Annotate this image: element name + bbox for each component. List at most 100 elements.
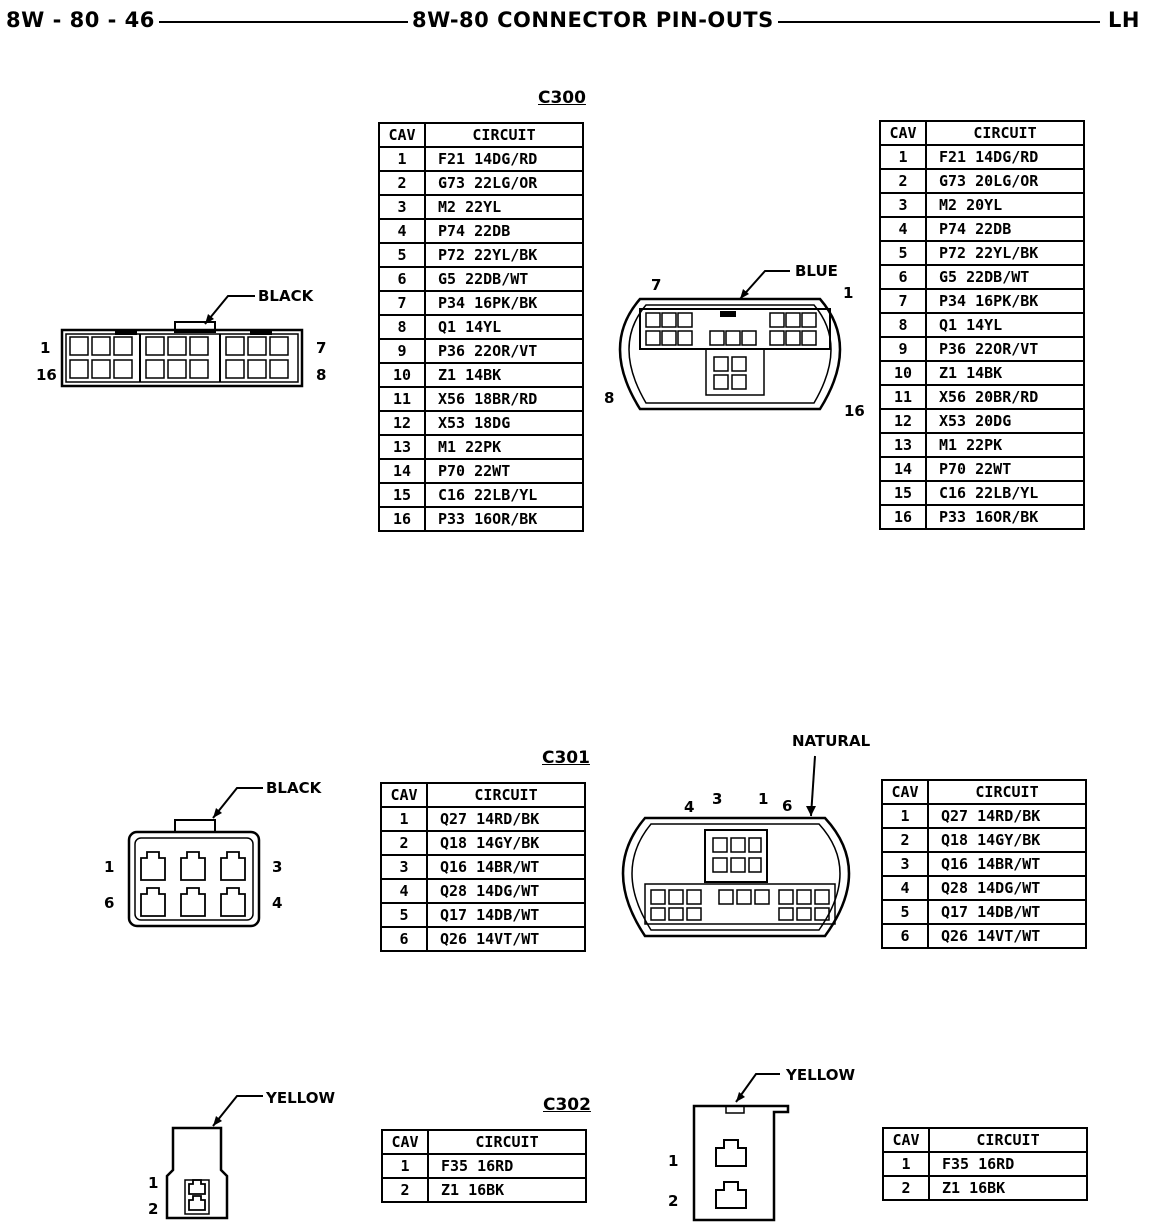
circuit-code: M1 22PK [925,432,1085,458]
circuit-code: P36 22OR/VT [424,338,584,364]
circuit-code: F21 14DG/RD [424,146,584,172]
cavity-number: 16 [879,504,927,530]
circuit-code: Q16 14BR/WT [927,851,1087,877]
circuit-code: P34 16PK/BK [424,290,584,316]
circuit-column-header: CIRCUIT [426,782,586,808]
cavity-number: 6 [881,923,929,949]
c300-right-pin-7: 7 [651,276,662,294]
cavity-number: 3 [879,192,927,218]
c300-title: C300 [538,88,586,108]
circuit-column-header: CIRCUIT [925,120,1085,146]
cav-column-header: CAV [380,782,428,808]
circuit-code: G5 22DB/WT [424,266,584,292]
cav-column-header: CAV [882,1127,930,1153]
page-header: 8W - 80 - 46 8W-80 CONNECTOR PIN-OUTS LH [0,4,1152,34]
c302-right-pin-2: 2 [668,1192,679,1210]
circuit-code: P70 22WT [925,456,1085,482]
circuit-code: Q1 14YL [424,314,584,340]
circuit-code: Q16 14BR/WT [426,854,586,880]
page-ref: 8W - 80 - 46 [2,8,159,32]
cavity-number: 5 [378,242,426,268]
cavity-number: 7 [378,290,426,316]
cavity-number: 15 [378,482,426,508]
header-rule-right [740,21,1100,23]
c301-left-pin-4: 4 [272,894,283,912]
c302-right-pin-1: 1 [668,1152,679,1170]
c300-left-color-label: BLACK [258,287,314,305]
cavity-number: 1 [378,146,426,172]
circuit-code: Q26 14VT/WT [927,923,1087,949]
cavity-number: 10 [378,362,426,388]
circuit-code: X56 20BR/RD [925,384,1085,410]
cav-column-header: CAV [378,122,426,148]
circuit-code: Q17 14DB/WT [426,902,586,928]
circuit-code: Q18 14GY/BK [426,830,586,856]
c302-left-pin-1: 1 [148,1174,159,1192]
circuit-code: X53 18DG [424,410,584,436]
cavity-number: 2 [380,830,428,856]
c300-left-pin-7: 7 [316,339,327,357]
c301-left-pin-1: 1 [104,858,115,876]
cavity-number: 13 [378,434,426,460]
circuit-code: P36 22OR/VT [925,336,1085,362]
cavity-number: 7 [879,288,927,314]
c302-left-color-label: YELLOW [266,1089,335,1107]
cavity-number: 5 [879,240,927,266]
circuit-code: X53 20DG [925,408,1085,434]
page-title: 8W-80 CONNECTOR PIN-OUTS [408,8,778,32]
c300-left-pin-1: 1 [40,339,51,357]
c300-right-pin-8: 8 [604,389,615,407]
cavity-number: 10 [879,360,927,386]
cavity-number: 2 [881,827,929,853]
circuit-column-header: CIRCUIT [927,779,1087,805]
c301-right-pin-1: 1 [758,790,769,808]
circuit-code: Q18 14GY/BK [927,827,1087,853]
c301-title: C301 [542,748,590,768]
cavity-number: 6 [879,264,927,290]
c300-right-pin-1: 1 [843,284,854,302]
circuit-code: C16 22LB/YL [424,482,584,508]
cavity-number: 2 [381,1177,429,1203]
c300-left-connector-drawing [60,295,304,388]
c301-left-pin-6: 6 [104,894,115,912]
circuit-column-header: CIRCUIT [424,122,584,148]
circuit-code: F21 14DG/RD [925,144,1085,170]
cavity-number: 2 [879,168,927,194]
cavity-number: 1 [380,806,428,832]
c301-left-color-label: BLACK [266,779,322,797]
c301-left-pin-3: 3 [272,858,283,876]
c301-right-connector-drawing [621,755,851,938]
circuit-code: C16 22LB/YL [925,480,1085,506]
circuit-code: Q27 14RD/BK [927,803,1087,829]
cavity-number: 14 [378,458,426,484]
circuit-code: P72 22YL/BK [424,242,584,268]
c302-title: C302 [543,1095,591,1115]
cavity-number: 13 [879,432,927,458]
circuit-code: X56 18BR/RD [424,386,584,412]
